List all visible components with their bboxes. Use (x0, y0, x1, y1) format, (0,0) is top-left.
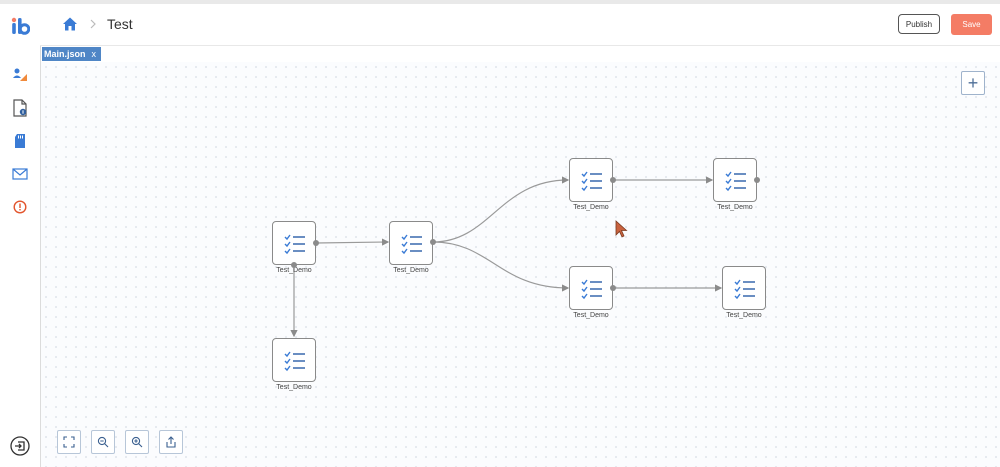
top-strip (0, 0, 1000, 4)
breadcrumb-current: Test (107, 16, 133, 32)
home-icon (63, 17, 77, 31)
flow-node[interactable] (272, 338, 316, 382)
logout-button[interactable] (10, 436, 30, 456)
sidebar-item-alerts[interactable] (10, 197, 30, 217)
output-port[interactable] (610, 285, 616, 291)
breadcrumb-separator-icon (88, 17, 98, 31)
flow-canvas[interactable] (41, 62, 1000, 467)
app-logo[interactable] (10, 16, 31, 36)
file-tab-label: Main.json (44, 49, 86, 59)
node-label: Test_Demo (573, 204, 609, 211)
checklist-icon (284, 351, 305, 372)
export-button[interactable] (159, 430, 183, 454)
zoom-in-icon (131, 436, 143, 448)
logout-icon (10, 436, 30, 456)
checklist-icon (725, 171, 746, 192)
node-label: Test_Demo (276, 267, 312, 274)
share-icon (166, 436, 176, 448)
checklist-icon (734, 279, 755, 300)
checklist-icon (581, 171, 602, 192)
alert-circle-icon (13, 200, 27, 214)
sd-card-icon (15, 134, 25, 148)
node-label: Test_Demo (393, 267, 429, 274)
output-port[interactable] (610, 177, 616, 183)
node-label: Test_Demo (726, 312, 762, 319)
flow-node[interactable] (569, 158, 613, 202)
output-port[interactable] (754, 177, 760, 183)
node-label: Test_Demo (573, 312, 609, 319)
sidebar-item-messages[interactable] (10, 164, 30, 184)
envelope-icon (12, 168, 28, 180)
top-header: Test Publish Save (40, 4, 1000, 46)
home-button[interactable] (62, 16, 78, 32)
checklist-icon (401, 234, 422, 255)
node-label: Test_Demo (276, 384, 312, 391)
output-port[interactable] (430, 239, 436, 245)
mouse-cursor-icon (615, 220, 628, 238)
output-port[interactable] (291, 262, 297, 268)
users-chart-icon (13, 68, 27, 81)
file-tab[interactable]: Main.json x (42, 47, 102, 61)
checklist-icon (284, 234, 305, 255)
zoom-in-button[interactable] (125, 430, 149, 454)
output-port[interactable] (313, 240, 319, 246)
sidebar-item-flows[interactable] (10, 65, 30, 85)
flow-node[interactable] (569, 266, 613, 310)
add-node-button[interactable]: + (961, 71, 985, 95)
zoom-out-icon (97, 436, 109, 448)
flow-node[interactable] (389, 221, 433, 265)
sidebar (0, 4, 41, 467)
flow-node[interactable] (713, 158, 757, 202)
flow-node[interactable] (272, 221, 316, 265)
fit-view-icon (63, 436, 75, 448)
node-label: Test_Demo (717, 204, 753, 211)
flow-node[interactable] (722, 266, 766, 310)
document-info-icon (13, 99, 27, 117)
save-button[interactable]: Save (951, 14, 992, 35)
close-tab-icon[interactable]: x (91, 49, 97, 59)
sidebar-item-storage[interactable] (10, 131, 30, 151)
zoom-out-button[interactable] (91, 430, 115, 454)
fit-view-button[interactable] (57, 430, 81, 454)
checklist-icon (581, 279, 602, 300)
publish-button[interactable]: Publish (898, 14, 940, 34)
sidebar-item-documents[interactable] (10, 98, 30, 118)
